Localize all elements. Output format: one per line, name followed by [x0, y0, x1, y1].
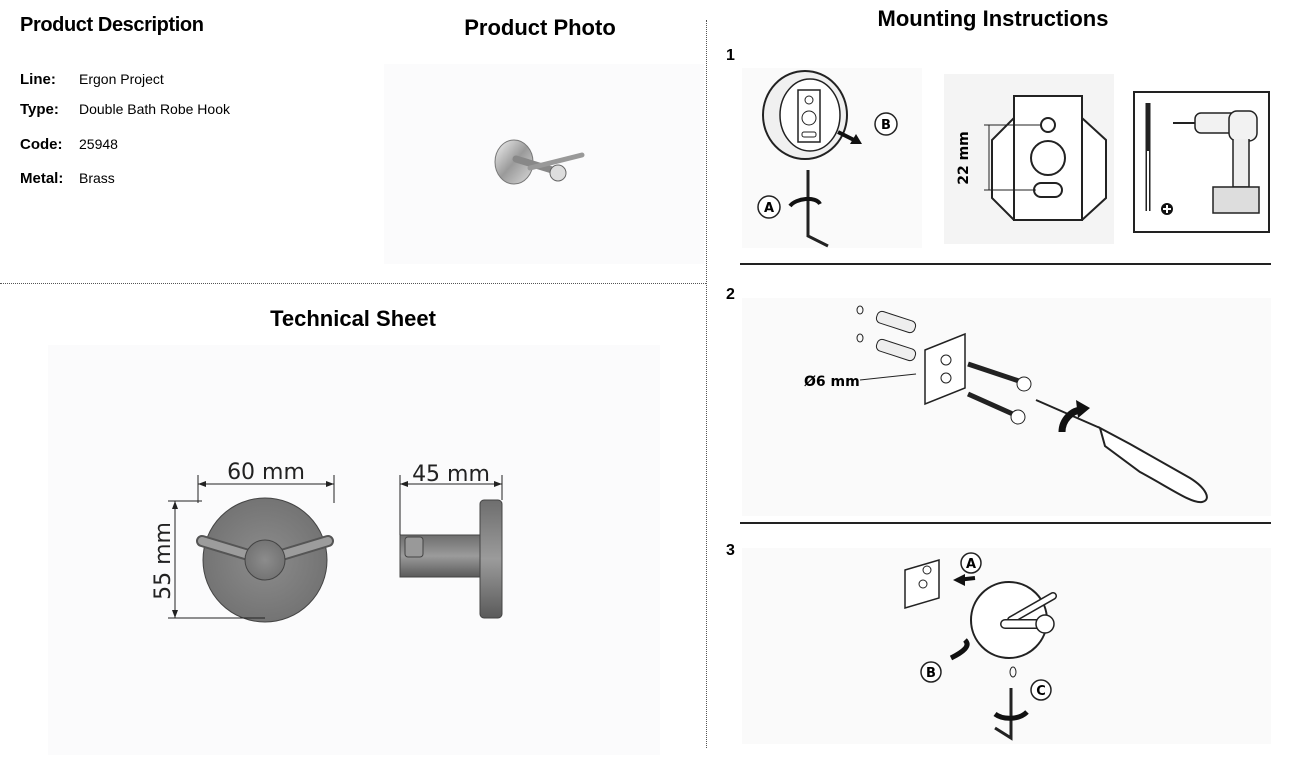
spec-value: Brass — [79, 170, 115, 186]
step1-bracket-drawing: B A — [757, 70, 898, 248]
step-number: 1 — [726, 47, 735, 64]
step1-dimension-drawing: 22 mm — [956, 95, 1107, 221]
depth-dimension-label: 45 mm — [412, 462, 490, 487]
product-photo-heading: Product Photo — [464, 15, 616, 40]
technical-sheet-heading: Technical Sheet — [270, 306, 436, 331]
spec-row-code: Code: 25948 — [20, 136, 118, 153]
step3-drawing: A B C — [904, 552, 1057, 741]
step-number: 3 — [726, 542, 735, 559]
step-separator — [740, 522, 1271, 524]
step-number: 2 — [726, 286, 735, 303]
spec-label: Code: — [20, 136, 63, 153]
callout-c-label: C — [1036, 684, 1046, 699]
step2-drawing: Ø6 mm — [804, 305, 1208, 504]
spec-value: Ergon Project — [79, 71, 164, 87]
drill-size-label: Ø6 mm — [804, 374, 860, 390]
spec-label: Line: — [20, 71, 56, 88]
product-description-heading: Product Description — [20, 14, 204, 36]
step1-tools-drawing — [1133, 91, 1270, 233]
callout-a-label: A — [764, 201, 774, 216]
spec-label: Metal: — [20, 170, 64, 187]
vertical-divider — [706, 20, 707, 748]
height-dimension-label: 55 mm — [151, 522, 176, 600]
spec-row-metal: Metal: Brass — [20, 170, 115, 187]
spec-label: Type: — [20, 101, 59, 118]
step-separator — [740, 263, 1271, 265]
horizontal-divider — [0, 283, 706, 284]
mounting-instructions-heading: Mounting Instructions — [877, 6, 1109, 31]
spec-value: 25948 — [79, 136, 118, 152]
width-dimension-label: 60 mm — [227, 460, 305, 485]
spec-value: Double Bath Robe Hook — [79, 101, 230, 117]
callout-b-label: B — [926, 666, 936, 681]
step1-dimension-label: 22 mm — [956, 131, 972, 185]
product-photo — [494, 139, 585, 185]
technical-drawing: 60 mm 55 mm 45 mm — [151, 460, 503, 623]
callout-b-label: B — [881, 118, 891, 133]
technical-drawing-area — [48, 345, 660, 755]
spec-row-line: Line: Ergon Project — [20, 71, 164, 88]
callout-a-label: A — [966, 557, 976, 572]
spec-row-type: Type: Double Bath Robe Hook — [20, 101, 230, 118]
